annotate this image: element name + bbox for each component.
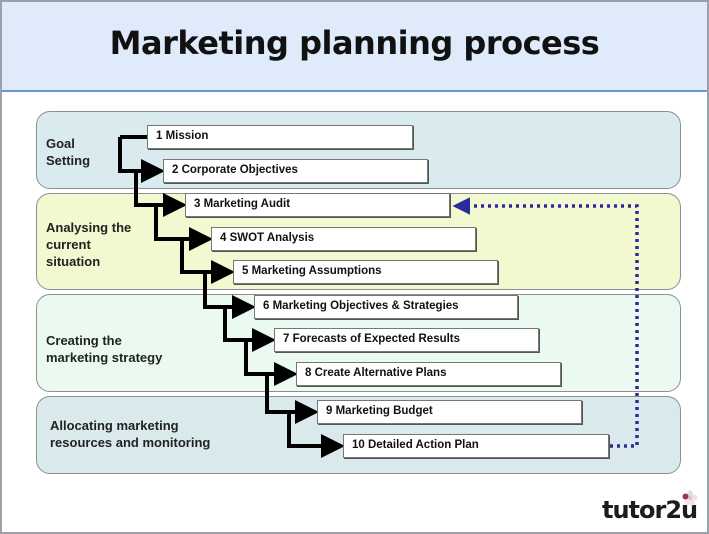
section-label: Analysing the current situation [46, 220, 132, 269]
header-band: Marketing planning process [2, 2, 707, 92]
step-box: 5 Marketing Assumptions [233, 260, 498, 284]
section-label: Creating the marketing strategy [46, 333, 163, 365]
step-box: 8 Create Alternative Plans [296, 362, 561, 386]
page-title: Marketing planning process [109, 24, 600, 62]
step-box: 10 Detailed Action Plan [343, 434, 609, 458]
step-box: 2 Corporate Objectives [163, 159, 428, 183]
step-box: 1 Mission [147, 125, 413, 149]
step-box: 3 Marketing Audit [185, 193, 450, 217]
flower-icon [682, 490, 698, 506]
step-box: 6 Marketing Objectives & Strategies [254, 295, 518, 319]
step-box: 4 SWOT Analysis [211, 227, 476, 251]
tutor2u-logo: tutor2u [602, 496, 698, 524]
section-label: Allocating marketing resources and monit… [50, 418, 211, 450]
step-box: 9 Marketing Budget [317, 400, 582, 424]
section-label: Goal Setting [46, 136, 91, 168]
step-box: 7 Forecasts of Expected Results [274, 328, 539, 352]
